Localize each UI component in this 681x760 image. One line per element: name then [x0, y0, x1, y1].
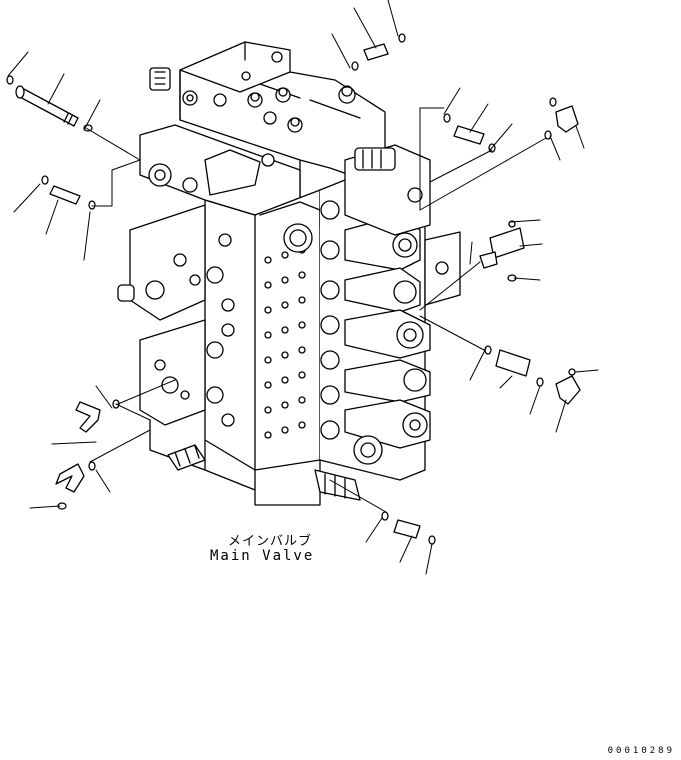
leader-lines — [8, 0, 598, 574]
caption-english: Main Valve — [210, 548, 315, 564]
main-valve-body — [118, 42, 460, 505]
document-number: 00010289 — [607, 746, 675, 756]
fittings — [7, 34, 580, 544]
caption-japanese: メインバルブ — [228, 534, 313, 549]
